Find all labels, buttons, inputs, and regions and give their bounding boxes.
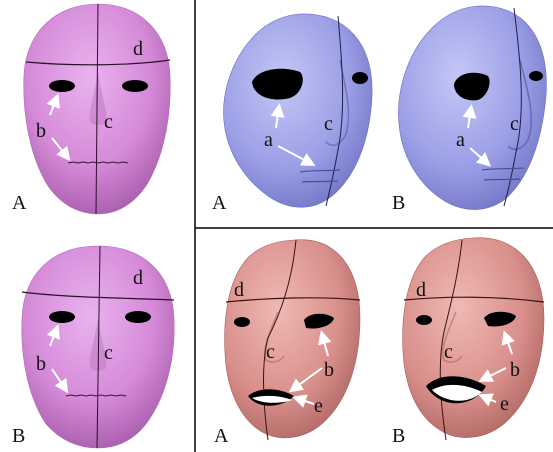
label-b: b [36,120,46,142]
face-shape [403,238,544,438]
panel-top-left: b c d A [12,4,170,214]
panel-bottom-right-b: d c b e B [392,238,544,447]
left-eye-hole [49,311,75,323]
label-c: c [510,113,519,135]
face-shape [224,14,373,207]
panel-letter: B [12,425,25,447]
label-b: b [324,359,334,381]
label-d: d [133,38,143,60]
label-c: c [104,342,113,364]
label-a: a [456,129,465,151]
label-c: c [324,113,333,135]
label-d: d [133,267,143,289]
right-eye-hole [122,80,148,92]
face-shape [225,240,360,438]
label-c: c [266,341,275,363]
label-b: b [36,353,46,375]
panel-letter: A [212,192,227,214]
right-eye-hole [125,311,151,323]
label-a: a [264,129,273,151]
label-e: e [314,395,323,417]
right-eye-hole [529,71,543,81]
left-eye-hole [49,80,75,92]
label-b: b [510,359,520,381]
panel-bottom-right-a: d c b e A [214,240,360,447]
label-c: c [104,111,113,133]
face-shape [398,6,546,210]
panel-letter: A [12,192,27,214]
panel-bottom-left: b c d B [12,246,174,448]
label-d: d [234,279,244,301]
label-e: e [500,393,509,415]
panel-letter: A [214,425,229,447]
label-d: d [416,279,426,301]
panel-letter: B [392,192,405,214]
panel-letter: B [392,425,405,447]
left-eye-hole [416,315,432,325]
panel-top-right-b: a c B [392,6,546,214]
panel-top-right-a: a c A [212,14,372,214]
label-c: c [444,341,453,363]
right-eye-hole [352,72,368,84]
left-eye-hole [234,317,250,327]
